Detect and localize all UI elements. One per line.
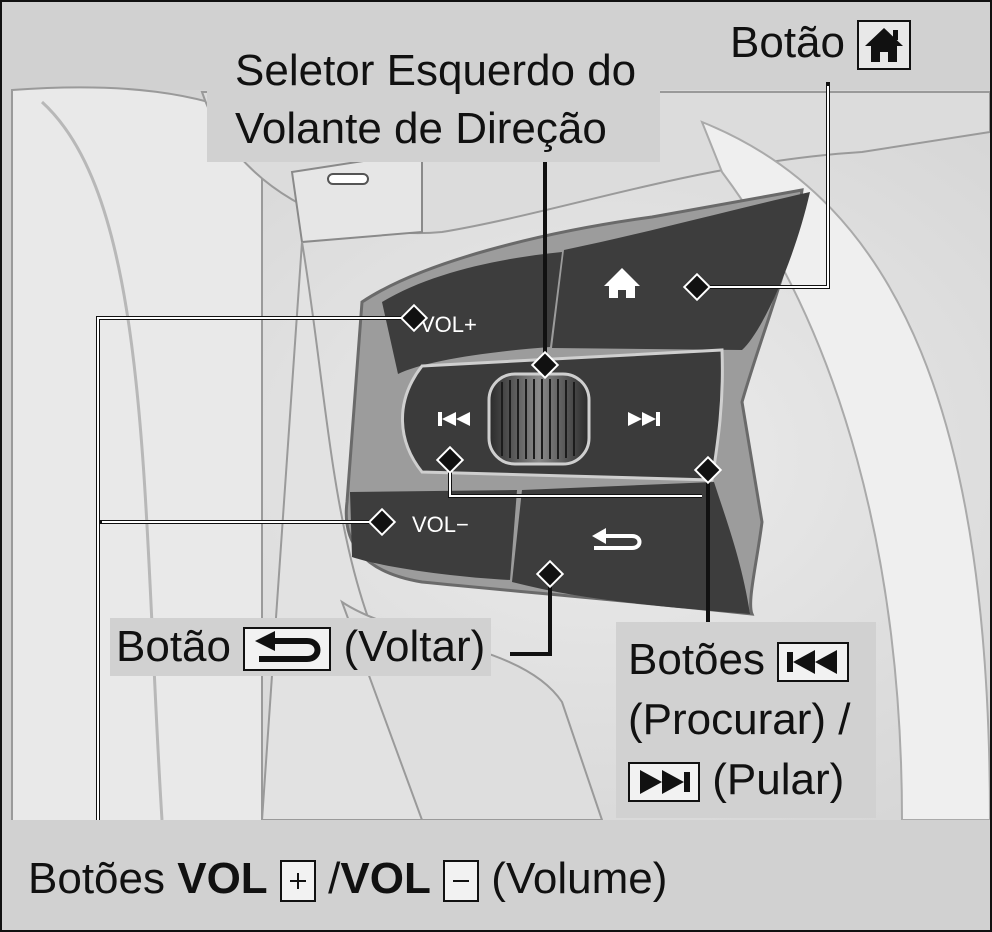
- seek-back-icon: [777, 642, 850, 683]
- left-selector-label-line1: Seletor Esquerdo do: [235, 46, 637, 95]
- left-selector-dial: [487, 372, 591, 466]
- plus-icon: [279, 860, 316, 903]
- seek-back-icon: [438, 412, 470, 426]
- home-button-label: Botão: [722, 14, 920, 72]
- vol-minus-key: [350, 490, 517, 580]
- wheel-rim-right: [700, 120, 990, 821]
- home-icon: [604, 268, 640, 298]
- back-button-label: Botão (Voltar): [110, 618, 492, 676]
- leader-markers: [367, 272, 723, 589]
- wheel-rim: [11, 86, 263, 823]
- skip-forward-icon: [628, 762, 700, 803]
- back-arrow-icon: [592, 528, 642, 550]
- left-selector-label-line2: Volante de Direção: [235, 104, 607, 153]
- seek-skip-label: Botões (Procurar) / (Pular): [616, 622, 877, 818]
- vol-plus-key: [382, 252, 562, 374]
- home-key: [552, 192, 810, 350]
- left-selector-label: Seletor Esquerdo do Volante de Direção: [207, 42, 661, 162]
- panel-vol-plus-text: VOL+: [420, 312, 477, 337]
- panel-vol-minus-text: VOL−: [412, 512, 469, 537]
- skip-forward-icon: [628, 412, 660, 426]
- minus-icon: [443, 860, 480, 903]
- home-icon: [857, 20, 912, 71]
- back-arrow-icon: [243, 627, 332, 672]
- volume-buttons-label: Botões VOL /VOL (Volume): [28, 854, 668, 903]
- caption-band: [2, 820, 990, 930]
